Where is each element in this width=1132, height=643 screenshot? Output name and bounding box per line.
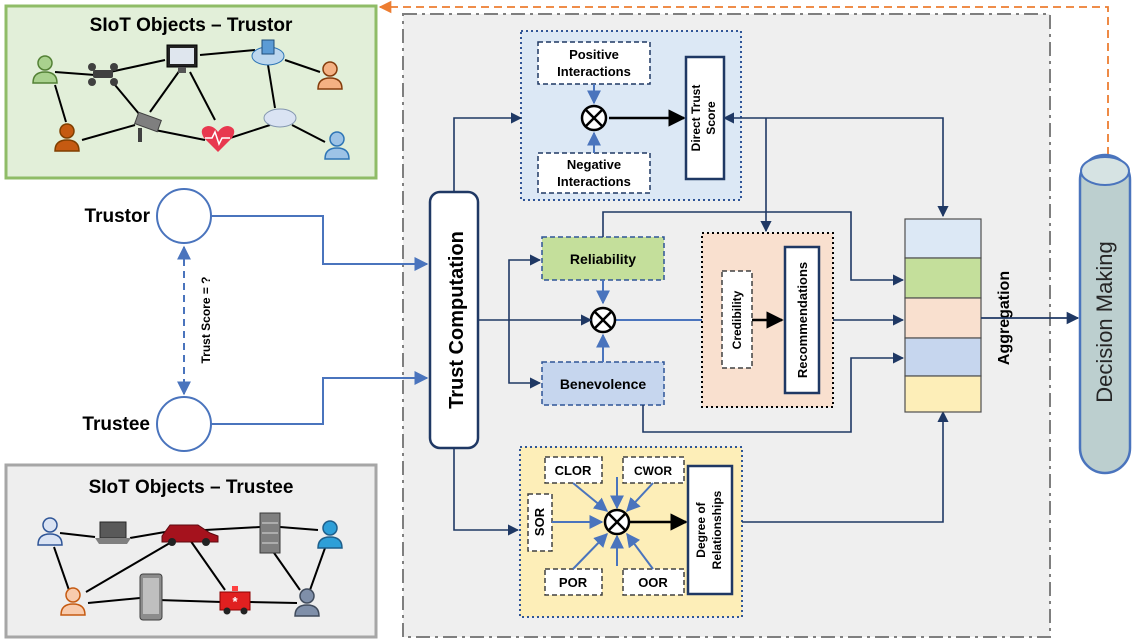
trustee-ambulance-icon: *: [219, 586, 251, 615]
aggregation-segment: [904, 218, 982, 259]
decision-making-node: [1078, 153, 1132, 475]
trustor-panel: SIoT Objects – Trustor: [4, 4, 378, 180]
clor-box: [544, 456, 603, 484]
degree-line2: Relationships: [710, 490, 724, 569]
oor-label: OOR: [638, 575, 668, 590]
trustee-node: [156, 396, 212, 452]
sor-box: [527, 493, 553, 552]
trustee-tablet-icon: [139, 573, 163, 621]
decision-making-label: Decision Making: [1092, 241, 1117, 402]
trustee-laptop-icon: [95, 521, 131, 544]
relationship-combine-icon: [603, 508, 631, 536]
degree-of-relationships-box: [686, 464, 734, 596]
recommendations-box: [783, 245, 821, 395]
trustor-label: Trustor: [85, 206, 151, 227]
trustee-label: Trustee: [82, 414, 150, 435]
trustor-heart-icon: [201, 126, 235, 152]
trustee-network-links: [53, 526, 326, 604]
aggregation-segment: [904, 337, 982, 377]
negative-interactions-line2: Interactions: [557, 174, 631, 189]
negative-interactions-box: [537, 152, 651, 194]
credibility-label: Credibility: [730, 290, 744, 349]
direct-trust-arrows: [587, 84, 686, 153]
trustee-panel-title: SIoT Objects – Trustee: [89, 477, 294, 498]
clor-label: CLOR: [555, 463, 592, 478]
aggregation-segment: [904, 297, 982, 339]
trustee-to-computation-arrow: [211, 371, 429, 425]
credibility-box: [721, 270, 753, 369]
cwor-label: CWOR: [634, 464, 672, 478]
degree-line1: Degree of: [694, 501, 708, 557]
benevolence-label: Benevolence: [560, 376, 647, 392]
aggregation-segment: [904, 375, 982, 413]
svg-text:*: *: [232, 594, 238, 609]
relationship-arrows: [552, 477, 654, 570]
recommendation-combine-icon: [589, 306, 617, 334]
trustee-panel: SIoT Objects – Trustee: [4, 463, 378, 639]
recommendations-label: Recommendations: [795, 262, 810, 378]
trustor-panel-title: SIoT Objects – Trustor: [90, 15, 293, 36]
direct-trust-combine-icon: [580, 104, 608, 132]
trust-score-label: Trust Score = ?: [199, 276, 213, 363]
sor-label: SOR: [532, 507, 547, 536]
trustor-server-cloud-icon: [251, 39, 285, 66]
direct-trust-score-line1: Direct Trust: [689, 85, 703, 152]
trustor-camera-icon: [134, 111, 162, 142]
direct-trust-score-line2: Score: [704, 101, 718, 135]
reliability-box: [541, 236, 665, 281]
feedback-arrow: [378, 0, 1109, 155]
positive-interactions-line2: Interactions: [557, 64, 631, 79]
aggregation-stack: [904, 218, 982, 413]
trustee-car-icon: [161, 524, 219, 546]
cwor-box: [622, 456, 685, 484]
trustor-network-links: [54, 49, 326, 143]
trustor-to-computation-arrow: [211, 215, 429, 271]
trustor-node: [156, 188, 212, 244]
positive-interactions-line1: Positive: [569, 47, 619, 62]
oor-box: [622, 568, 685, 596]
por-label: POR: [559, 575, 588, 590]
aggregation-segment: [904, 257, 982, 299]
trust-computation-label: Trust Computation: [446, 231, 468, 409]
reliability-label: Reliability: [570, 251, 636, 267]
aggregation-connectors: [602, 112, 949, 523]
trustor-cloud-icon: [263, 108, 297, 128]
trustor-drone-icon: [88, 63, 118, 86]
negative-interactions-line1: Negative: [567, 157, 621, 172]
computation-connectors: [453, 112, 593, 536]
trustor-monitor-icon: [166, 44, 198, 73]
trustee-server-icon: [259, 512, 281, 554]
